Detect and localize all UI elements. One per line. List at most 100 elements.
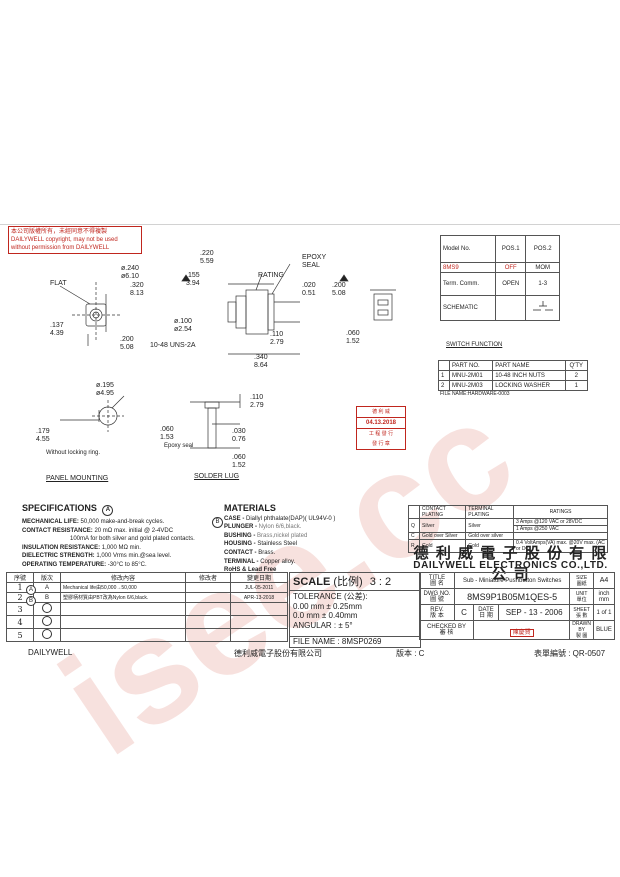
dim-value: 1.52: [346, 338, 360, 345]
revision-header: 版次: [33, 572, 61, 583]
stamp-line: 發 行 章: [372, 441, 390, 447]
table-row: 4: [6, 615, 288, 629]
revision-header: 序號: [6, 572, 34, 583]
dim-value: 4.39: [50, 330, 64, 337]
dim-value: .030: [232, 428, 246, 435]
revision-circle-icon: [42, 629, 52, 639]
material-key: BUSHING -: [224, 532, 257, 539]
tolerance-block: TOLERANCE (公差): 0.00 mm ± 0.25mm 0.0 mm …: [293, 592, 368, 630]
checked-label: CHECKED BY: [426, 624, 466, 630]
size-label-cn: 圖紙: [576, 580, 587, 587]
table-row: R Gold Gold 0.4 VoltAmps(VA) max. @20V m…: [408, 539, 609, 553]
dim-value: .060: [232, 454, 246, 461]
dim-value: EPOXY: [302, 254, 327, 261]
dim-value: 2.79: [250, 402, 264, 409]
material-key: HOUSING -: [224, 541, 258, 548]
model-no-label: Model No.: [440, 235, 496, 263]
title-label-cell: TITLE 圖 名: [419, 572, 455, 589]
sheet-value: 1 of 1: [593, 604, 615, 621]
checked-cell: 陳慶賢: [472, 620, 571, 640]
revision-cell: [33, 615, 61, 629]
dim-value: 8.64: [254, 362, 268, 369]
sheet-label-cell: SHEET 張 數: [569, 604, 594, 621]
dim-value: 5.59: [200, 258, 214, 265]
solder-lug-caption: SOLDER LUG: [194, 473, 240, 480]
parts-cell: 10-48 INCH NUTS: [492, 370, 566, 381]
spec-key: DIELECTRIC STRENGTH:: [22, 553, 95, 560]
dim-value: 1.52: [232, 462, 246, 469]
revision-header: 修改者: [185, 572, 231, 583]
drawing-file-name: FILE NAME : 8MSP0269: [290, 636, 420, 647]
material-key: TERMINAL -: [224, 558, 261, 565]
specs-title: SPECIFICATIONS: [22, 503, 97, 513]
pos2-state: MOM: [525, 262, 560, 273]
dim-value: .220: [200, 250, 214, 257]
rev-label-cn: 版 本: [430, 612, 444, 619]
dim-value: .060: [160, 426, 174, 433]
table-row: C Gold over Silver Gold over silver: [408, 532, 609, 540]
dwg-label-cell: DWG NO. 圖 號: [419, 588, 455, 605]
size-label: SIZE: [576, 574, 588, 581]
revision-cell: JUL-05-2011: [230, 582, 288, 593]
dim-lug-length: .110 2.79: [270, 331, 284, 347]
dim-lug-spacing: .060 1.52: [232, 454, 246, 470]
dim-value: ø2.54: [174, 326, 192, 333]
title-label-cn: 圖 名: [430, 580, 444, 587]
checker-seal: 陳慶賢: [509, 629, 534, 637]
material-value: Brass,nickel plated: [257, 532, 308, 539]
unit-value: inch mm: [593, 588, 615, 605]
revision-mark-a-circle: A: [26, 585, 36, 595]
copyright-line: 本公司版權所有，未經同意不得複製: [11, 229, 108, 235]
revision-cell: 4: [6, 615, 34, 629]
solder-lug-body: [207, 407, 217, 449]
dim-value: SEAL: [302, 262, 320, 269]
flat-label: FLAT: [50, 280, 67, 287]
dim-value: 0.76: [232, 436, 246, 443]
spec-value: 100mA for both silver and gold plated co…: [70, 536, 195, 543]
date-label-cn: 日 期: [479, 612, 493, 619]
dim-value: ø.195: [96, 382, 114, 389]
release-stamp: 德 利 威 04.13.2018 工 程 發 行 發 行 章: [356, 406, 406, 450]
drawn-label-cn: 製 圖: [575, 633, 588, 639]
dim-front-height: .200 5.08: [120, 336, 134, 352]
plating-cell: 1 Amps @250 VAC: [512, 525, 609, 533]
footer-form-number: 表單編號 : QR-0507: [534, 649, 606, 658]
side-view-seal: [267, 293, 275, 331]
dim-value: .179: [36, 428, 50, 435]
dim-value: 2.79: [270, 339, 284, 346]
revision-header: 修改內容: [60, 572, 186, 583]
size-label-cell: SIZE 圖紙: [569, 572, 594, 589]
drawn-value: BLUE: [593, 620, 615, 640]
drawn-label: DRAWN BY: [572, 621, 591, 633]
footer-company: 德利威電子股份有限公司: [234, 649, 322, 658]
parts-header: PART NO.: [448, 360, 494, 371]
schematic-symbol: [525, 295, 560, 321]
plating-header: TERMINAL PLATING: [465, 505, 514, 519]
parts-cell: 2: [438, 380, 450, 391]
panel-mounting-caption: PANEL MOUNTING: [46, 475, 109, 482]
parts-cell: 1: [564, 380, 589, 391]
tolerance-line: ANGULAR : ± 5°: [293, 620, 353, 630]
open-label: OPEN: [494, 272, 527, 296]
size-value: A4: [593, 572, 615, 589]
plating-cell: Q: [408, 518, 420, 533]
revision-header: 變更日期: [230, 572, 288, 583]
dim-lug-thickness: .030 0.76: [232, 428, 246, 444]
spec-key: INSULATION RESISTANCE:: [22, 544, 101, 551]
dim-value: 1.53: [160, 434, 174, 441]
term-comm-label: Term. Comm.: [440, 272, 496, 296]
terminal-comm: 1-3: [525, 272, 560, 296]
dim-value: 4.55: [36, 436, 50, 443]
side-view-plunger: [227, 301, 237, 323]
mechanical-drawing: [59, 263, 396, 449]
revision-cell: 塑膠柄材質由PBT改為Nylon 6/6,black.: [60, 592, 186, 603]
material-value: Copper alloy.: [260, 558, 296, 565]
copyright-notice: 本公司版權所有，未經同意不得複製 DAILYWELL copyright, ma…: [8, 226, 142, 254]
plating-cell: [512, 532, 609, 540]
dim-seal-thickness: .020 0.51: [302, 282, 316, 298]
dim-lug-width: .060 1.53: [160, 426, 174, 442]
dim-panel-flat: .179 4.55: [36, 428, 50, 444]
title-value: Sub - Miniature Pushbutton Switches: [453, 572, 571, 589]
solder-lug-top: [204, 401, 220, 409]
company-name-en: DAILYWELL ELECTRONICS CO.,LTD.: [413, 560, 608, 571]
